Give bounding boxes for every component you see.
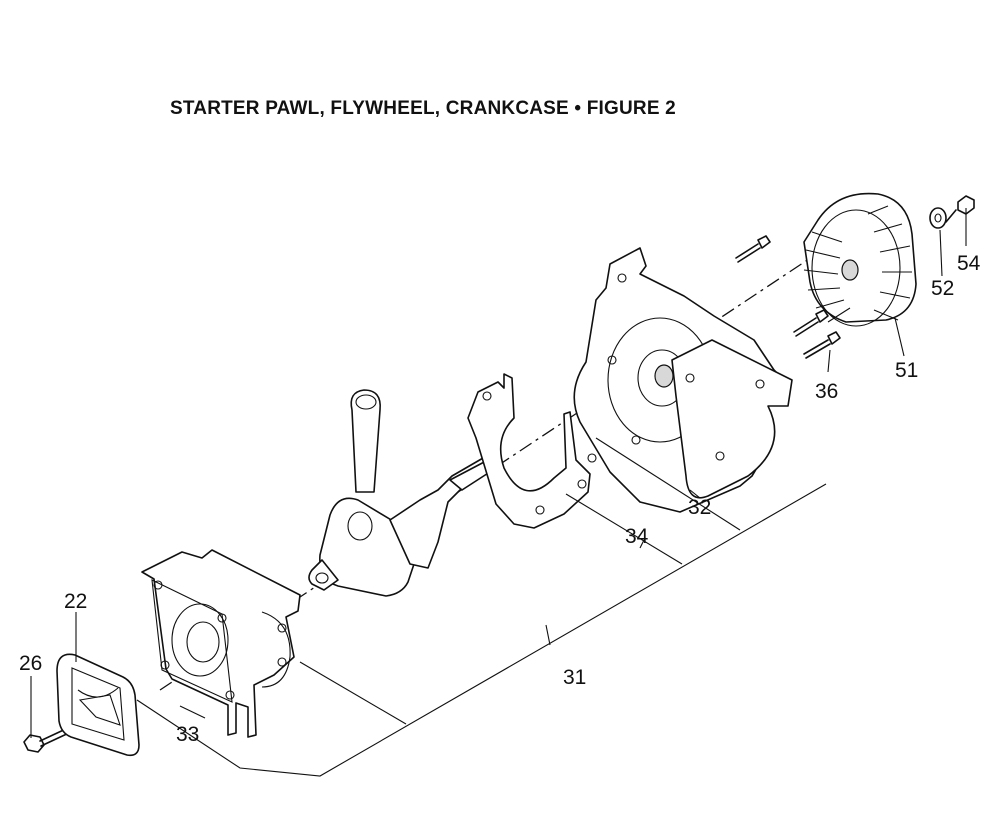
callout-33: 33 [176, 723, 199, 746]
crankcase-left-part-33 [141, 549, 301, 738]
callout-31: 31 [563, 666, 586, 689]
washer-part-52 [929, 207, 947, 229]
gasket-part-34 [467, 373, 597, 529]
leader-lines [30, 208, 967, 777]
figure-title: STARTER PAWL, FLYWHEEL, CRANKCASE • FIGU… [170, 98, 676, 119]
callout-54: 54 [957, 252, 981, 275]
callout-34: 34 [625, 525, 649, 548]
callout-51: 51 [895, 359, 918, 382]
starter-pawl-part-22 [56, 653, 140, 757]
crankshaft-assembly [308, 389, 501, 597]
callout-32: 32 [688, 496, 711, 519]
crankcase-right-part-32 [573, 247, 793, 513]
callout-52: 52 [931, 277, 954, 300]
callout-22: 22 [64, 590, 87, 613]
callout-36: 36 [815, 380, 838, 403]
screws-part-36 [735, 235, 841, 359]
callout-26: 26 [19, 652, 42, 675]
nut-part-54 [945, 195, 975, 223]
flywheel-part-51 [803, 192, 917, 327]
